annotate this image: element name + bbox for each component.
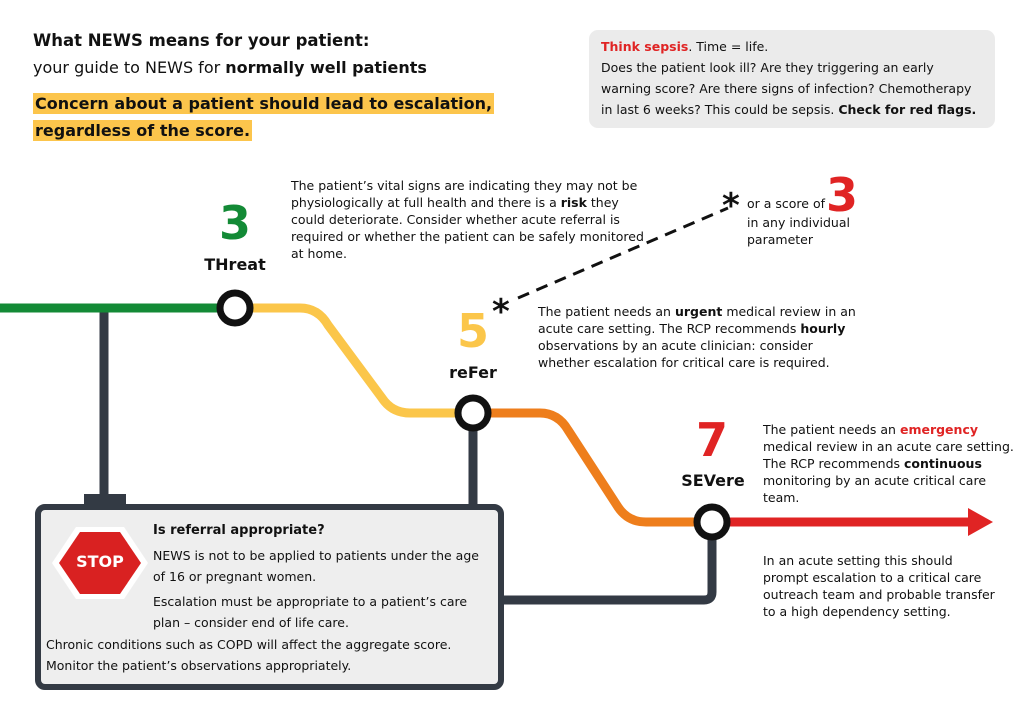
severe-label: SEVere [681,471,745,490]
text: observations by an acute clinician: cons… [538,338,830,370]
stop-sign-icon [52,527,148,599]
text: The patient’s vital signs are indicating… [291,178,638,210]
sepsis-red-flags: Check for red flags. [838,102,977,117]
asterisk-note-post: in any individual parameter [747,215,850,247]
severe-description: The patient needs an emergency medical r… [763,421,1021,506]
station-severe [693,503,731,541]
station-refer [454,394,492,432]
emergency-text: emergency [899,422,978,437]
asterisk-icon: * [492,292,510,332]
threat-label: THreat [204,255,266,274]
text: The patient needs an [538,304,675,319]
text: monitoring by an acute critical care tea… [763,473,987,505]
station-threat [216,289,254,327]
asterisk-note-score: 3 [826,168,859,222]
bold-text: continuous [904,456,982,471]
dashed-link [517,206,729,300]
stop-heading: Is referral appropriate? [153,523,325,538]
text: medical review in an acute care setting.… [763,439,1014,471]
highlight-line-1: Concern about a patient should lead to e… [33,93,495,114]
stop-paragraph-3: Chronic conditions such as COPD will aff… [46,637,452,673]
stop-sign-text: STOP [76,552,124,571]
asterisk-icon: * [722,186,740,226]
page-title: What NEWS means for your patient: [33,31,370,50]
refer-score: 5 [456,304,489,358]
severe-score: 7 [695,413,728,467]
stop-paragraph-2: Escalation must be appropriate to a pati… [153,594,468,630]
connector-line [500,522,717,605]
stop-paragraph-1: NEWS is not to be applied to patients un… [153,548,479,584]
bold-text: urgent [674,304,723,319]
text: The patient needs an [763,422,900,437]
yellow-line [235,303,473,418]
subtitle-text: your guide to NEWS for [33,58,226,77]
bold-text: hourly [800,321,846,336]
bold-text: risk [560,195,587,210]
sepsis-title: Think sepsis [601,39,689,54]
highlight-line-2: regardless of the score. [33,120,253,141]
threat-description: The patient’s vital signs are indicating… [291,177,651,262]
concern-highlight: Concern about a patient should lead to e… [33,90,495,144]
subtitle: your guide to NEWS for normally well pat… [33,58,427,77]
text: they could deteriorate. Consider whether… [291,195,644,261]
severe-after-text: In an acute setting this should prompt e… [763,553,995,619]
refer-description: The patient needs an urgent medical revi… [538,303,868,371]
refer-label: reFer [449,363,497,382]
sepsis-panel: Think sepsis. Time = life. Does the pati… [589,30,995,128]
text: medical review in an acute care setting.… [538,304,856,336]
sepsis-body: Does the patient look ill? Are they trig… [601,60,972,117]
orange-line [473,408,712,527]
threat-score: 3 [218,196,251,250]
asterisk-note-pre: or a score of [747,196,826,211]
subtitle-bold: normally well patients [225,58,427,77]
arrow-head-icon [968,508,993,536]
sepsis-title-rest: . Time = life. [688,39,769,54]
